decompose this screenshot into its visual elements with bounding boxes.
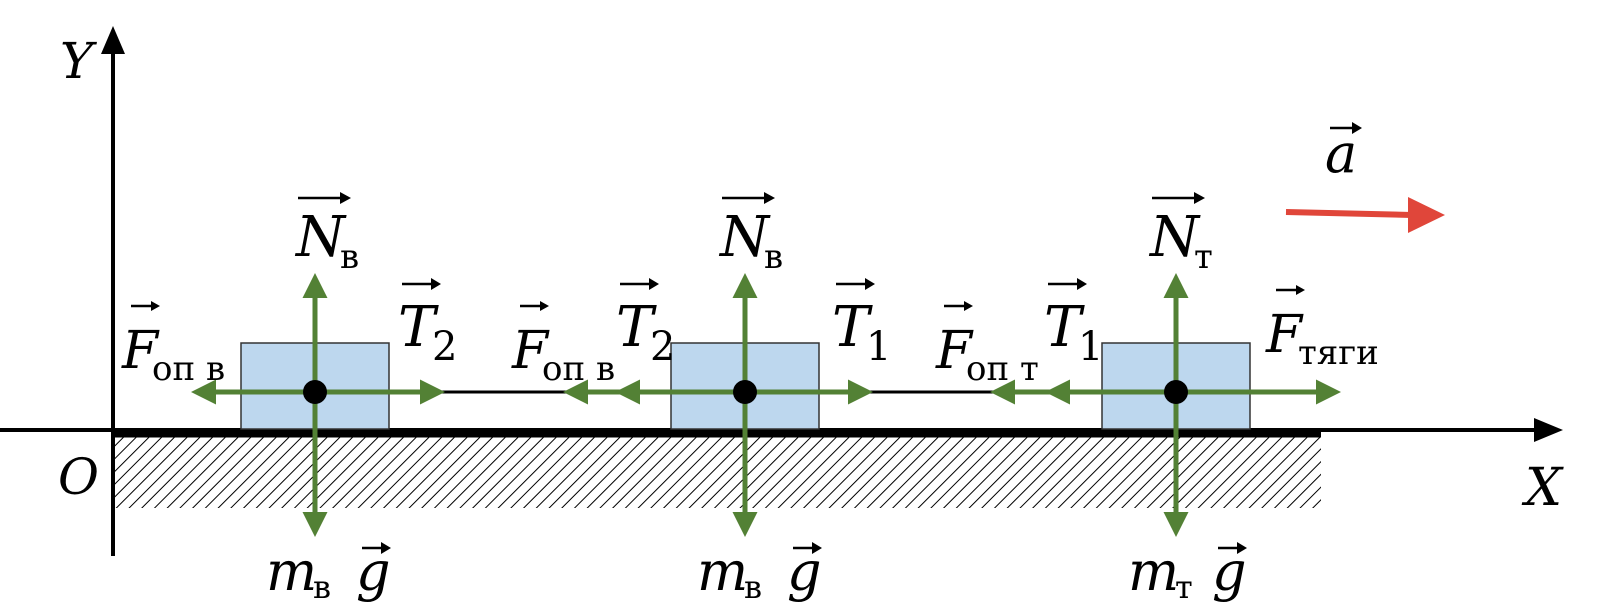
- y-axis-label: Y: [60, 32, 97, 90]
- svg-text:1: 1: [866, 324, 891, 370]
- svg-text:m: m: [1128, 540, 1179, 603]
- svg-text:в: в: [764, 237, 783, 277]
- acceleration-arrowhead: [1408, 197, 1445, 233]
- svg-text:m: m: [266, 540, 317, 603]
- svg-text:т: т: [1175, 568, 1193, 606]
- thrust-label-3: F тяги: [1265, 285, 1379, 373]
- center-of-mass-2: [733, 380, 757, 404]
- svg-text:2: 2: [432, 324, 457, 370]
- svg-text:оп в: оп в: [542, 349, 615, 389]
- svg-text:T: T: [1044, 295, 1085, 360]
- svg-text:T: T: [832, 295, 873, 360]
- normal-force-label-1: N в: [294, 192, 359, 277]
- svg-text:в: в: [340, 237, 359, 277]
- svg-text:T: T: [398, 295, 439, 360]
- svg-text:1: 1: [1078, 324, 1103, 370]
- friction-label-3: F оп т: [935, 301, 1039, 389]
- tension-label-3-left: T 1: [1044, 278, 1103, 370]
- block-2-forces: [563, 273, 873, 537]
- svg-text:m: m: [697, 540, 748, 603]
- svg-text:N: N: [718, 205, 771, 270]
- gravity-label-2: m в g: [697, 540, 822, 606]
- gravity-label-3: m т g: [1128, 540, 1247, 606]
- x-axis-label: X: [1521, 458, 1564, 518]
- origin-label: O: [58, 448, 99, 506]
- tension-label-2-right: T 1: [832, 278, 891, 370]
- tension-label-2-left: T 2: [616, 278, 675, 370]
- normal-force-label-3: N т: [1148, 192, 1213, 277]
- svg-text:T: T: [616, 295, 657, 360]
- svg-text:N: N: [1148, 205, 1201, 270]
- svg-text:F: F: [935, 321, 974, 381]
- svg-text:F: F: [511, 321, 550, 381]
- svg-text:в: в: [744, 568, 762, 606]
- block-3-forces: [990, 273, 1341, 537]
- friction-label-1: F оп в: [121, 301, 225, 389]
- x-axis-arrowhead: [1534, 418, 1563, 442]
- gravity-label-1: m в g: [266, 540, 391, 606]
- svg-text:т: т: [1194, 237, 1213, 277]
- acceleration-arrow: [1285, 209, 1413, 218]
- svg-text:N: N: [294, 205, 347, 270]
- y-axis-arrowhead: [101, 26, 125, 54]
- svg-text:2: 2: [650, 324, 675, 370]
- center-of-mass-3: [1164, 380, 1188, 404]
- svg-text:оп т: оп т: [966, 349, 1039, 389]
- svg-text:a: a: [1325, 122, 1357, 185]
- svg-text:F: F: [121, 321, 160, 381]
- svg-text:оп в: оп в: [152, 349, 225, 389]
- tension-label-1-right: T 2: [398, 278, 457, 370]
- acceleration-label: a: [1325, 122, 1362, 185]
- svg-text:в: в: [313, 568, 331, 606]
- center-of-mass-1: [303, 380, 327, 404]
- block-1-forces: [191, 273, 445, 537]
- ground-hatch: [113, 430, 1321, 508]
- friction-label-2: F оп в: [511, 301, 615, 389]
- svg-text:F: F: [1265, 305, 1304, 365]
- svg-text:тяги: тяги: [1298, 333, 1379, 373]
- normal-force-label-2: N в: [718, 192, 783, 277]
